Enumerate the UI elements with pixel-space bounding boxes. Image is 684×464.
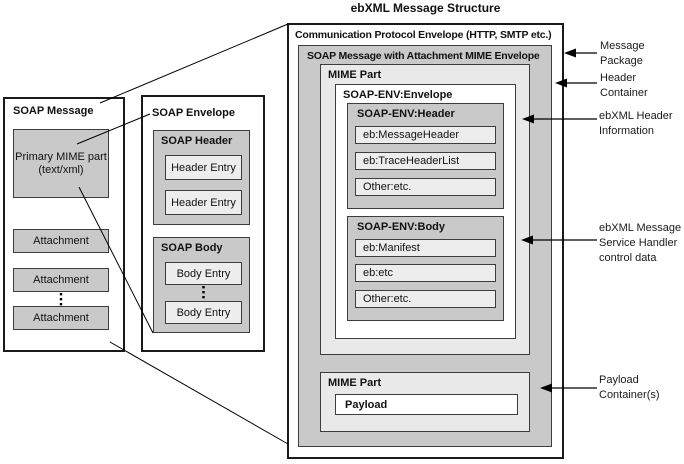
attachment-label: Attachment — [33, 234, 89, 247]
payload-box: Payload — [335, 394, 518, 415]
soap-env-body-entry-2: eb:etc — [355, 264, 496, 282]
soap-attachment-mime-envelope-title: SOAP Message with Attachment MIME Envelo… — [307, 50, 540, 62]
projection-line-top — [99, 23, 289, 104]
entry-label: Other:etc. — [363, 293, 412, 305]
payload-label: Payload — [345, 398, 388, 411]
primary-mime-part-line2: (text/xml) — [38, 163, 84, 176]
soap-env-body-entry-3: Other:etc. — [355, 290, 496, 308]
attachment-box-3: Attachment — [13, 306, 109, 330]
arrow-message-package — [564, 48, 597, 58]
soap-env-header-entry-3: Other:etc. — [355, 178, 496, 196]
annotation-message-package: Message Package — [600, 40, 645, 67]
body-entry-label: Body Entry — [176, 306, 231, 319]
annotation-header-container: Header Container — [600, 72, 648, 99]
diagram-title: ebXML Message Structure — [350, 1, 501, 15]
soap-env-body-entry-1: eb:Manifest — [355, 239, 496, 257]
attachment-box-2: Attachment — [13, 268, 109, 292]
mime-part-1-title: MIME Part — [328, 69, 382, 81]
body-entry-label: Body Entry — [176, 267, 231, 280]
primary-mime-part-line1: Primary MIME part — [15, 150, 107, 163]
entry-label: eb:MessageHeader — [363, 129, 460, 141]
primary-mime-part-box: Primary MIME part (text/xml) — [13, 129, 109, 198]
left-arrowhead-icon — [564, 48, 576, 58]
body-entry-box-2: Body Entry — [165, 301, 242, 324]
header-entry-label: Header Entry — [171, 196, 236, 209]
annotation-ebxml-header-information: ebXML Header Information — [599, 110, 673, 137]
soap-env-header-entry-2: eb:TraceHeaderList — [355, 152, 496, 170]
header-entry-box-1: Header Entry — [165, 155, 242, 180]
soap-env-envelope-title: SOAP-ENV:Envelope — [343, 89, 453, 101]
projection-line-bottom — [109, 341, 289, 445]
header-entry-box-2: Header Entry — [165, 190, 242, 215]
soap-message-title: SOAP Message — [13, 105, 94, 117]
soap-envelope-title: SOAP Envelope — [152, 107, 235, 119]
entry-label: Other:etc. — [363, 181, 412, 193]
soap-header-title: SOAP Header — [161, 135, 233, 147]
soap-env-body-title: SOAP-ENV:Body — [357, 221, 446, 233]
header-entry-label: Header Entry — [171, 161, 236, 174]
annotation-ebxml-message-service: ebXML Message Service Handler control da… — [599, 222, 682, 264]
attachment-label: Attachment — [33, 273, 89, 286]
entry-label: eb:etc — [363, 267, 393, 279]
communication-protocol-envelope-title: Communication Protocol Envelope (HTTP, S… — [295, 29, 552, 41]
soap-body-title: SOAP Body — [161, 242, 223, 254]
entry-label: eb:TraceHeaderList — [363, 155, 460, 167]
entry-label: eb:Manifest — [363, 242, 420, 254]
body-entry-box-1: Body Entry — [165, 262, 242, 285]
mime-part-2-title: MIME Part — [328, 377, 382, 389]
attachment-box-1: Attachment — [13, 229, 109, 253]
attachment-label: Attachment — [33, 311, 89, 324]
soap-env-header-title: SOAP-ENV:Header — [357, 108, 455, 120]
annotation-payload-containers: Payload Container(s) — [599, 374, 660, 401]
soap-env-header-entry-1: eb:MessageHeader — [355, 126, 496, 144]
